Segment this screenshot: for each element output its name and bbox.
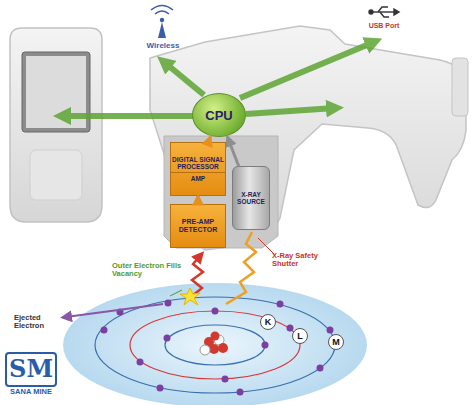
cpu-circle: CPU	[192, 93, 246, 137]
electron	[237, 389, 244, 396]
leader-line	[170, 290, 182, 296]
logo-text: SANA MINE	[2, 388, 60, 396]
signal-connector	[227, 137, 238, 166]
proton	[211, 332, 220, 341]
process-note: Ejected Electron	[14, 314, 64, 331]
node-text: K	[261, 317, 275, 327]
preamp-detector-box: PRE-AMPDETECTOR	[170, 204, 226, 248]
data-arrow	[164, 62, 204, 95]
shell-marker: L	[292, 328, 308, 344]
port-label: USB Port	[360, 22, 408, 30]
ejection-arrow	[66, 304, 163, 317]
node-text: DETECTOR	[171, 226, 225, 234]
orbit-ring	[130, 311, 300, 379]
electron	[101, 327, 108, 334]
node-text: CPU	[193, 108, 245, 123]
proton	[218, 343, 228, 353]
electron	[317, 365, 324, 372]
node-text: PRE-AMP	[171, 218, 225, 226]
node-text: AMP	[171, 172, 225, 184]
shell-marker: M	[328, 334, 344, 350]
data-arrow	[240, 42, 374, 98]
node-text: X-RAY SOURCE	[233, 191, 269, 206]
node-text: L	[293, 331, 307, 341]
process-note: Outer Electron Fills Vacancy	[112, 262, 188, 279]
data-arrow	[246, 108, 335, 114]
usb-branch	[378, 7, 388, 12]
port-label: Wireless	[138, 42, 188, 51]
electron	[327, 327, 334, 334]
electrons	[101, 301, 334, 396]
atom-field	[63, 283, 367, 405]
atom-model	[63, 283, 367, 405]
electron	[262, 342, 269, 349]
electron	[212, 308, 219, 315]
dsp-amp-box: DIGITAL SIGNAL PROCESSORAMP	[170, 142, 226, 196]
electron	[277, 301, 284, 308]
usb-branch	[380, 12, 389, 17]
component-bay	[164, 136, 278, 248]
vacancy-flash	[180, 288, 200, 305]
screen-housing	[10, 28, 102, 222]
leader-line	[258, 238, 274, 254]
usb-icon	[369, 7, 399, 17]
electron	[164, 335, 171, 342]
screen-unit	[10, 28, 102, 222]
logo-mark: SM	[6, 354, 56, 384]
fluorescence-ray	[192, 256, 203, 296]
ejected-electron	[165, 300, 172, 307]
antenna-tip	[160, 18, 164, 22]
usb-dot	[369, 10, 373, 14]
antenna-mast	[158, 22, 166, 38]
data-arrow	[62, 113, 194, 119]
usb-line	[372, 11, 394, 12]
signal-connector	[197, 196, 200, 204]
electron	[137, 359, 144, 366]
part-label: X-Ray Safety Shutter	[272, 252, 332, 269]
orbit-ring	[165, 325, 265, 365]
xray-source-cylinder: X-RAY SOURCE	[232, 166, 270, 230]
wireless-icon	[151, 6, 173, 39]
grip-tab	[452, 58, 468, 116]
analyzer-body	[150, 26, 468, 250]
shell-marker: K	[260, 314, 276, 330]
screen-bezel	[22, 52, 90, 132]
logo-frame	[6, 353, 56, 386]
antenna-wave	[151, 6, 173, 11]
neutron	[200, 345, 210, 355]
proton	[209, 344, 219, 354]
xray-beam	[226, 232, 256, 304]
orbit-ring	[95, 297, 335, 393]
electron	[157, 385, 164, 392]
antenna-wave	[155, 11, 169, 14]
node-text: M	[329, 337, 343, 347]
node-text: DIGITAL SIGNAL PROCESSOR	[171, 154, 225, 172]
keypad-area	[30, 150, 82, 200]
body-shell	[150, 26, 466, 250]
nucleus	[200, 332, 228, 356]
usb-head	[394, 9, 399, 15]
electron	[222, 376, 229, 383]
